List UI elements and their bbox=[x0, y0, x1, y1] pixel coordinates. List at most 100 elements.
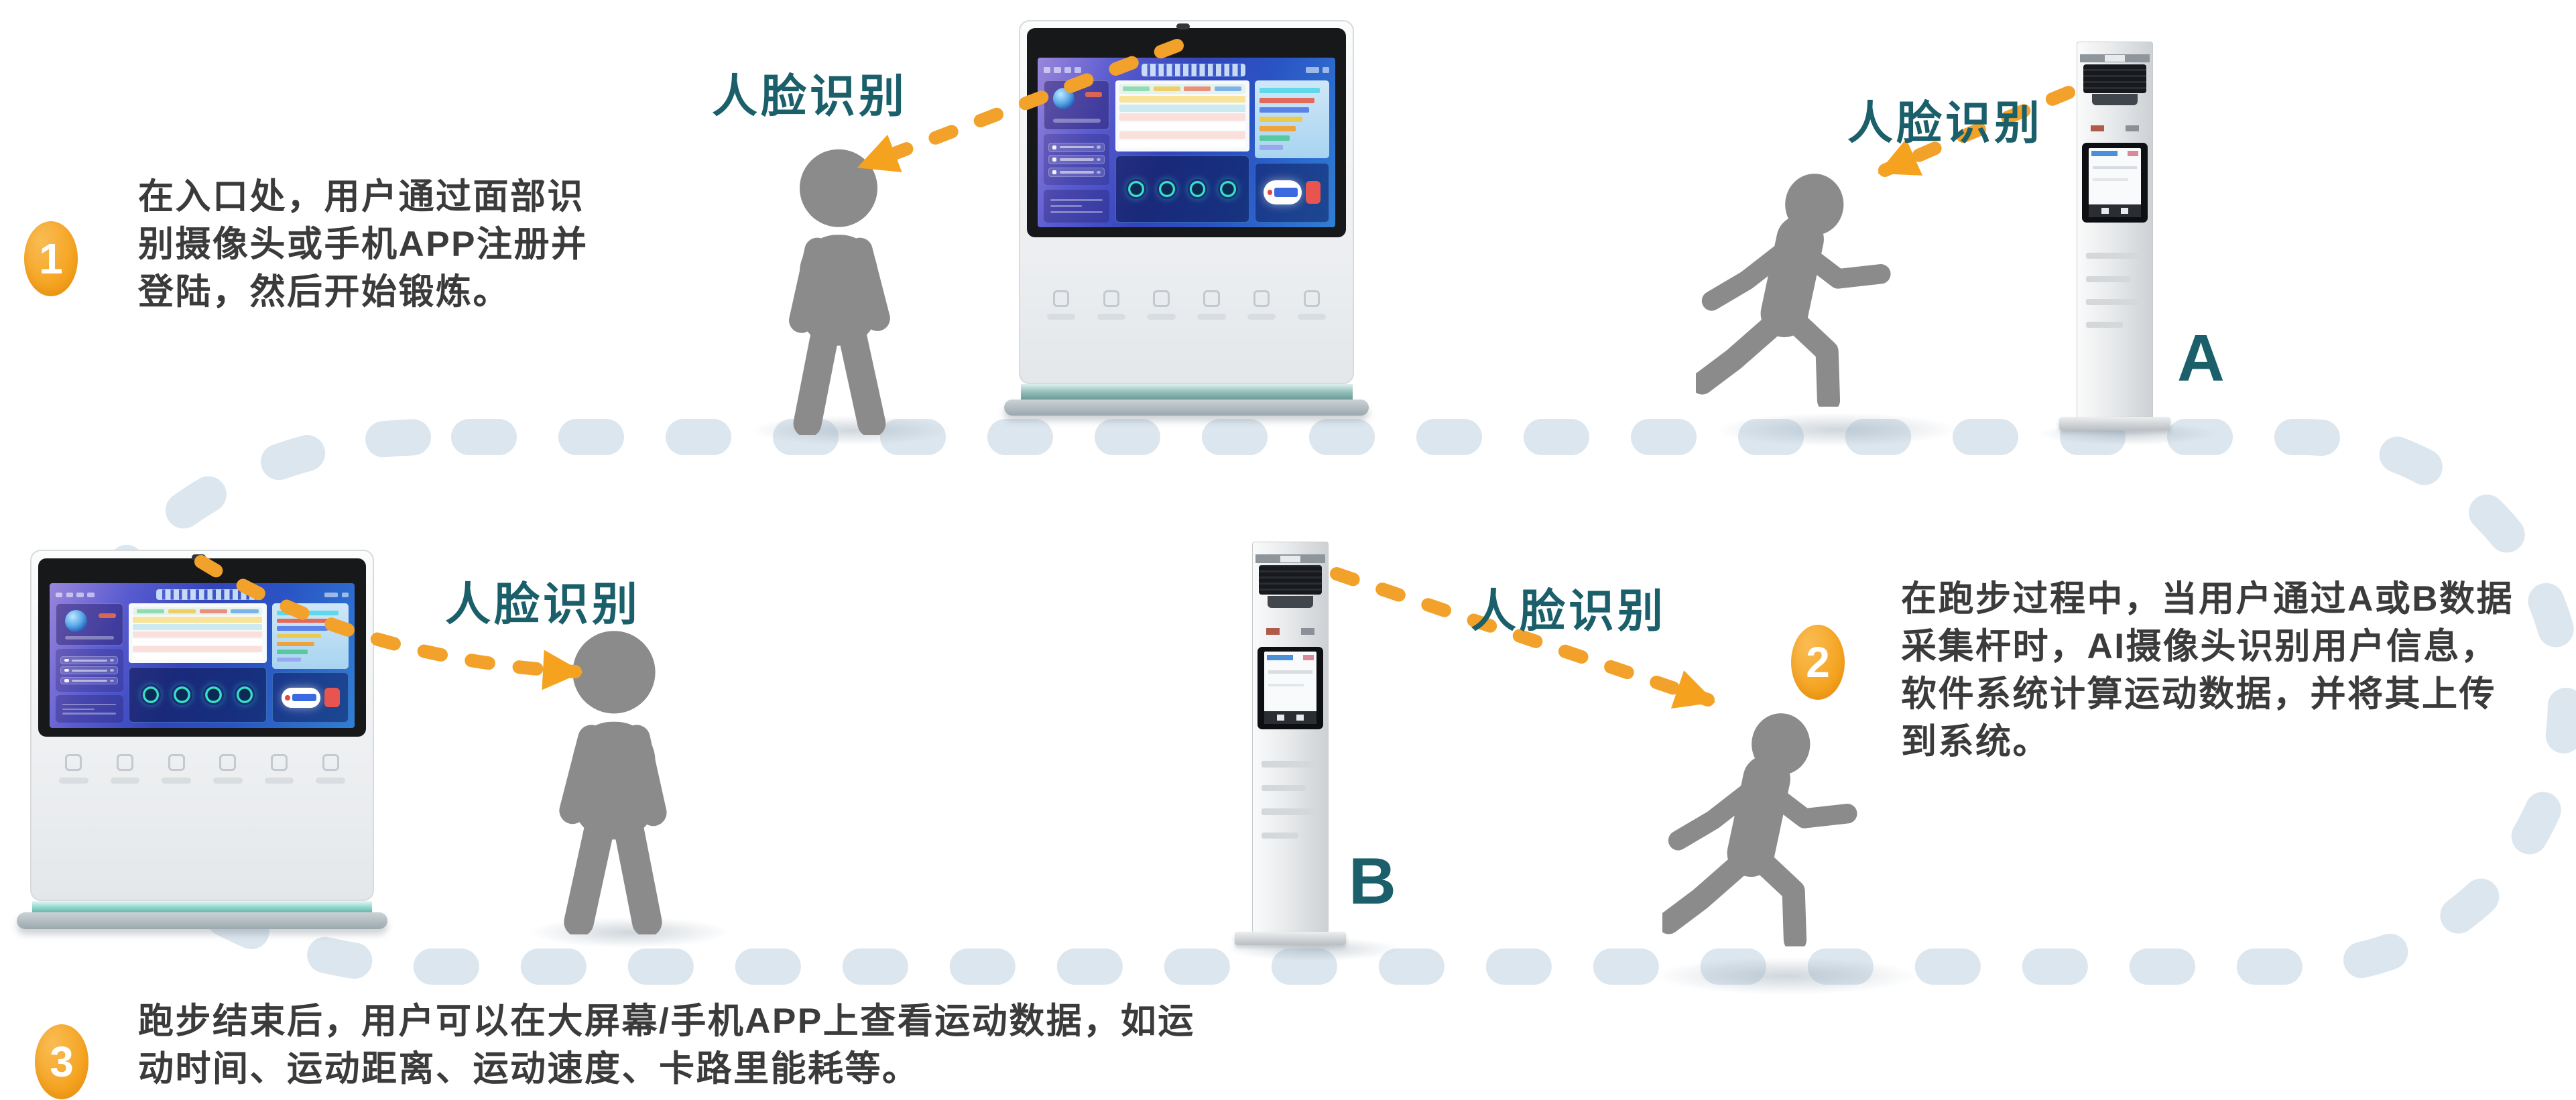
funnel-bar bbox=[1259, 88, 1320, 94]
globe-icon bbox=[64, 609, 88, 633]
kiosk-screen-bezel bbox=[38, 558, 366, 737]
funnel-bar bbox=[277, 641, 315, 647]
ring-gauge bbox=[234, 684, 255, 705]
ring-gauge bbox=[1156, 178, 1177, 199]
running-person-icon bbox=[1696, 137, 1917, 439]
kiosk-body-icon bbox=[315, 753, 347, 784]
kiosk-body-icon bbox=[1296, 290, 1327, 320]
ring-gauge bbox=[172, 684, 192, 705]
ring-gauge bbox=[203, 684, 224, 705]
pole-cap bbox=[2079, 54, 2150, 63]
ring-gauge bbox=[1187, 178, 1208, 199]
dashboard-center-column bbox=[1115, 80, 1249, 223]
face-recognition-label-3: 人脸识别 bbox=[445, 579, 641, 630]
leaderboard-bar-chart bbox=[1255, 80, 1329, 159]
red-action-button bbox=[324, 688, 340, 708]
pole-camera-lens bbox=[1267, 595, 1314, 608]
kiosk-body-icon bbox=[1096, 290, 1127, 320]
dashboard-title-glyph bbox=[156, 589, 263, 601]
kiosk-body-icon bbox=[1146, 290, 1177, 320]
kiosk-body-icon bbox=[1046, 290, 1077, 320]
pole-screen bbox=[1257, 646, 1324, 729]
globe-icon bbox=[1052, 87, 1075, 110]
pole-ai-camera-icon bbox=[2083, 64, 2146, 93]
kiosk-body-icon bbox=[212, 753, 243, 784]
step-3-badge: 3 bbox=[35, 1024, 88, 1099]
dashboard-right-column bbox=[1255, 80, 1329, 223]
pole-indicator-lights bbox=[1266, 628, 1315, 635]
pole-cap bbox=[1255, 554, 1326, 564]
funnel-bar bbox=[277, 633, 322, 639]
funnel-bar bbox=[1259, 126, 1296, 132]
kiosk-body-icon bbox=[160, 753, 192, 784]
pole-ai-camera-icon bbox=[1259, 564, 1322, 595]
funnel-bar bbox=[1259, 107, 1309, 113]
kiosk-function-icon-row bbox=[58, 751, 347, 787]
funnel-bar bbox=[1259, 97, 1314, 103]
funnel-bar bbox=[277, 626, 328, 631]
ring-gauge bbox=[140, 684, 161, 705]
step-1-text: 在入口处，用户通过面部识 别摄像头或手机APP注册并 登陆，然后开始锻炼。 bbox=[138, 177, 589, 312]
scan-login-button bbox=[1264, 180, 1302, 205]
walking-person-icon bbox=[511, 625, 717, 934]
pole-a-label: A bbox=[2177, 321, 2225, 395]
ring-gauge bbox=[1126, 178, 1147, 199]
funnel-bar bbox=[1259, 135, 1290, 141]
funnel-bar bbox=[277, 657, 302, 662]
data-collection-pole-b bbox=[1234, 542, 1347, 945]
dashboard-left-column bbox=[55, 603, 123, 723]
face-recognition-label-4: 人脸识别 bbox=[1471, 586, 1667, 637]
face-recognition-label-1: 人脸识别 bbox=[712, 71, 908, 122]
ranking-table bbox=[129, 603, 267, 664]
pole-screen bbox=[2081, 142, 2148, 223]
pole-b-label: B bbox=[1349, 844, 1396, 918]
face-recognition-label-2: 人脸识别 bbox=[1847, 98, 2044, 149]
results-display-kiosk bbox=[17, 550, 387, 929]
dashboard-center-column bbox=[129, 603, 267, 723]
dashboard-top-bar bbox=[1044, 63, 1329, 77]
kiosk-body-icon bbox=[263, 753, 295, 784]
kiosk-body-icon bbox=[58, 753, 89, 784]
dashboard-top-bar bbox=[55, 589, 349, 601]
funnel-bar bbox=[1259, 116, 1303, 122]
kiosk-body-icon bbox=[1246, 290, 1277, 320]
step-1-badge: 1 bbox=[24, 221, 78, 296]
kiosk-base-plate bbox=[17, 912, 387, 929]
step-3-text: 跑步结束后，用户可以在大屏幕/手机APP上查看运动数据，如运 动时间、运动距离、… bbox=[138, 1001, 1195, 1089]
data-collection-pole-a bbox=[2059, 42, 2171, 430]
pole-base-plate bbox=[2059, 417, 2171, 430]
pole-indicator-lights bbox=[2090, 125, 2140, 131]
kiosk-screen bbox=[49, 583, 355, 729]
red-action-button bbox=[1306, 180, 1321, 204]
step-2-text: 在跑步过程中，当用户通过A或B数据 采集杆时，AI摄像头识别用户信息， 软件系统… bbox=[1901, 579, 2514, 761]
pole-info-text-lines bbox=[2085, 236, 2144, 345]
running-person-icon bbox=[1662, 677, 1884, 979]
dashboard-title-glyph bbox=[1141, 63, 1246, 76]
stat-gauges bbox=[129, 666, 267, 723]
stat-gauges bbox=[1115, 155, 1249, 223]
ranking-table bbox=[1115, 80, 1249, 151]
kiosk-teal-light-strip bbox=[1020, 383, 1353, 403]
ring-gauge bbox=[1218, 178, 1238, 199]
pole-info-text-lines bbox=[1261, 743, 1320, 857]
entrance-display-kiosk bbox=[1004, 20, 1369, 416]
dashboard-left-column bbox=[1044, 80, 1109, 223]
kiosk-body-icon bbox=[1196, 290, 1227, 320]
kiosk-screen bbox=[1038, 57, 1335, 228]
scan-login-button bbox=[281, 687, 320, 708]
pole-base-plate bbox=[1234, 931, 1347, 945]
funnel-bar bbox=[277, 611, 339, 615]
kiosk-screen-bezel bbox=[1027, 27, 1346, 238]
kiosk-camera-icon bbox=[1176, 23, 1190, 30]
funnel-bar bbox=[1259, 145, 1283, 151]
funnel-bar bbox=[277, 618, 334, 623]
dashboard-right-column bbox=[272, 603, 349, 723]
pole-camera-lens bbox=[2091, 93, 2138, 106]
kiosk-camera-icon bbox=[192, 554, 206, 560]
kiosk-base-plate bbox=[1004, 400, 1369, 416]
funnel-bar bbox=[277, 650, 308, 654]
kiosk-dashboard-ui bbox=[49, 583, 355, 729]
step-2-badge: 2 bbox=[1791, 625, 1845, 700]
leaderboard-bar-chart bbox=[272, 603, 349, 670]
